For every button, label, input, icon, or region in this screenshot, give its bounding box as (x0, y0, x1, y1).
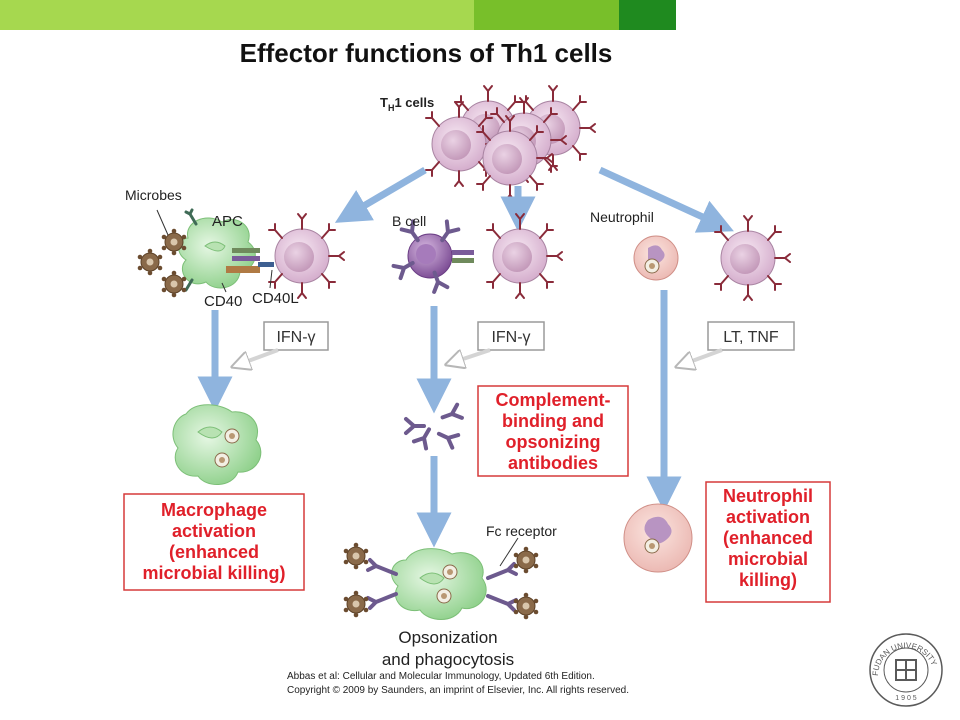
opsonization-phagocytosis: Fc receptor Opsonization and phagocytosi… (343, 523, 557, 669)
svg-text:activation: activation (172, 521, 256, 541)
citation-line-2: Copyright © 2009 by Saunders, an imprint… (287, 685, 629, 696)
top-bar-light (0, 0, 474, 30)
opsonization-label-line1: Opsonization (398, 628, 497, 647)
svg-text:opsonizing: opsonizing (506, 432, 601, 452)
outcome-neutrophil-box: Neutrophil activation (enhanced microbia… (705, 481, 831, 603)
cytokine-ifn-2: IFN-γ (454, 321, 545, 362)
svg-text:IFN-γ: IFN-γ (491, 329, 530, 346)
arrow-to-apc (334, 166, 427, 223)
cd40l-label: CD40L (252, 290, 299, 307)
svg-text:(enhanced: (enhanced (723, 528, 813, 548)
outcome-antibodies-box: Complement- binding and opsonizing antib… (477, 385, 629, 477)
svg-text:killing): killing) (739, 570, 797, 590)
activated-neutrophil (623, 503, 693, 573)
top-bar-dark (619, 0, 676, 30)
svg-text:binding and: binding and (502, 411, 604, 431)
svg-text:Complement-: Complement- (495, 390, 610, 410)
bcell-interaction: B cell (391, 213, 563, 299)
cytokine-ifn-1: IFN-γ (240, 321, 329, 364)
activated-macrophage (172, 404, 262, 485)
svg-text:Neutrophil: Neutrophil (723, 486, 813, 506)
flow-arrows (197, 166, 734, 548)
slide-title: Effector functions of Th1 cells (239, 38, 613, 68)
svg-text:(enhanced: (enhanced (169, 542, 259, 562)
svg-text:antibodies: antibodies (508, 453, 598, 473)
svg-text:microbial killing): microbial killing) (142, 563, 285, 583)
fc-receptor-label: Fc receptor (486, 523, 557, 539)
svg-text:Macrophage: Macrophage (161, 500, 267, 520)
microbes-label: Microbes (125, 187, 182, 203)
secreted-antibodies (404, 402, 464, 451)
svg-text:activation: activation (726, 507, 810, 527)
citation-line-1: Abbas et al: Cellular and Molecular Immu… (287, 671, 595, 682)
svg-text:microbial: microbial (728, 549, 808, 569)
cd40-label: CD40 (204, 293, 242, 310)
neutrophil-label: Neutrophil (590, 209, 654, 225)
university-seal: FUDAN UNIVERSITY 1 9 0 5 (869, 633, 943, 707)
th1-cells-label: TH1 cells (380, 95, 434, 113)
svg-text:LT, TNF: LT, TNF (723, 329, 779, 346)
arrow-to-neutrophil-tcell (598, 166, 734, 233)
b-cell-label: B cell (392, 213, 426, 229)
svg-text:IFN-γ: IFN-γ (276, 329, 315, 346)
apc-label: APC (212, 213, 243, 230)
apc-interaction: Microbes APC CD40 CD40L (125, 187, 345, 310)
th1-cell-cluster (425, 85, 596, 201)
top-bar-mid (474, 0, 619, 30)
outcome-macrophage-box: Macrophage activation (enhanced microbia… (123, 493, 305, 591)
neutrophil-interaction: Neutrophil (590, 209, 791, 301)
svg-text:1 9 0 5: 1 9 0 5 (895, 695, 917, 702)
cytokine-lt-tnf: LT, TNF (684, 321, 795, 364)
opsonization-label-line2: and phagocytosis (382, 650, 514, 669)
